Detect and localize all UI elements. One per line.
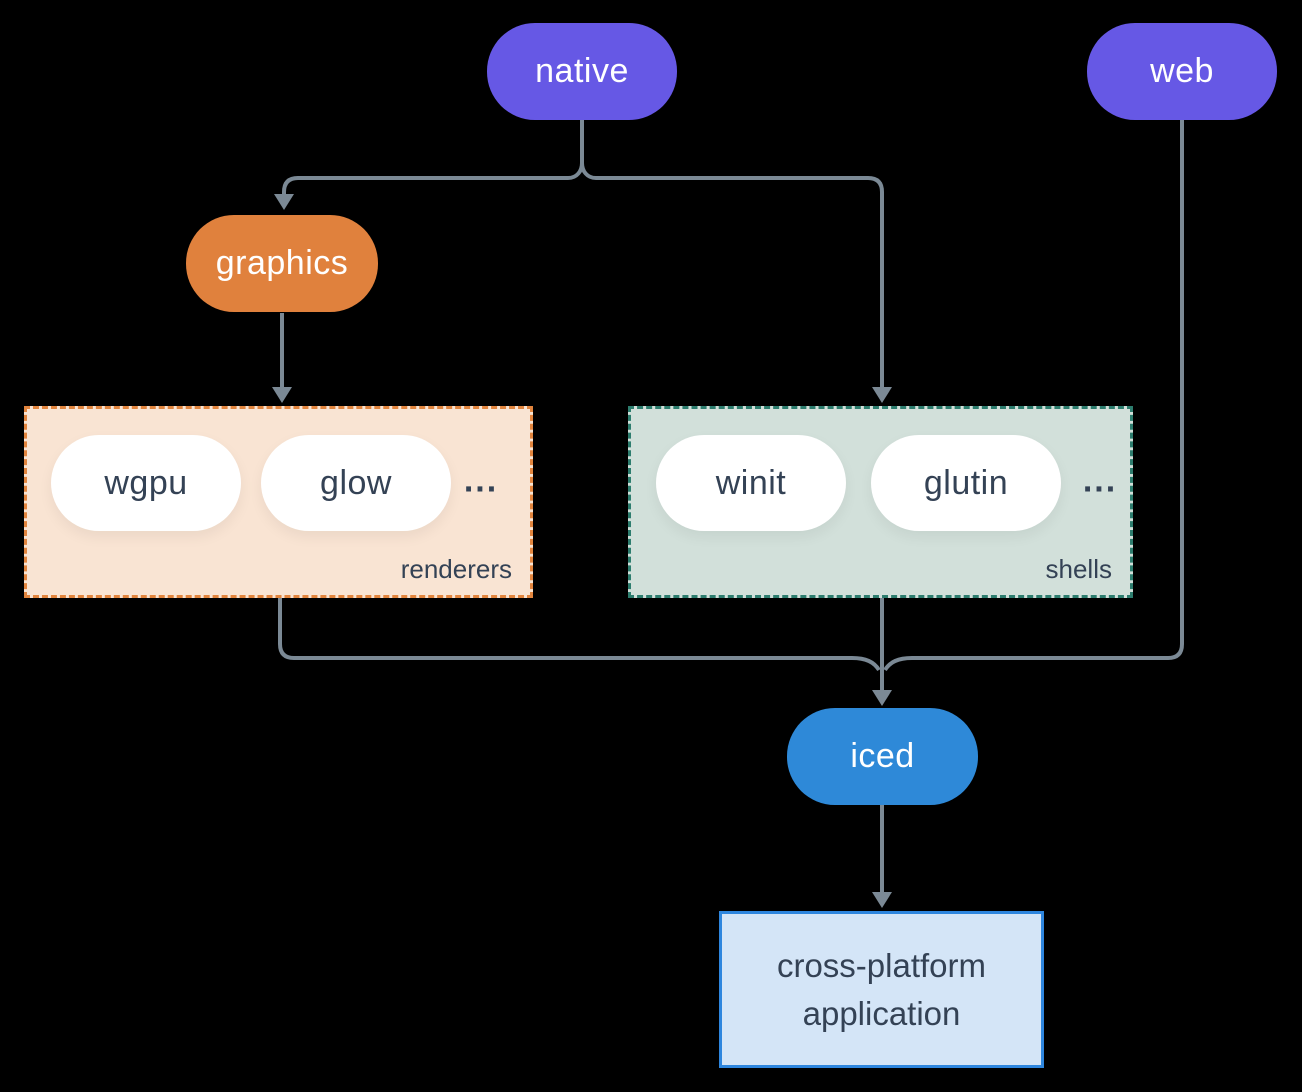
arrowhead-shells: [872, 387, 892, 403]
arrowhead-renderers: [272, 387, 292, 403]
connector-native-to-shells: [580, 162, 884, 387]
node-iced-label: iced: [850, 737, 915, 775]
group-renderers: wgpu glow ... renderers: [24, 406, 533, 598]
node-winit: winit: [656, 435, 846, 531]
connector-native-to-graphics: [282, 162, 584, 196]
arrowhead-iced: [872, 690, 892, 706]
node-glow-label: glow: [320, 463, 392, 502]
shells-ellipsis: ...: [1082, 461, 1118, 500]
node-glow: glow: [261, 435, 451, 531]
node-winit-label: winit: [715, 463, 787, 502]
renderers-ellipsis: ...: [463, 461, 499, 500]
node-graphics-label: graphics: [215, 244, 349, 282]
node-application-label-line2: application: [802, 994, 961, 1032]
node-glutin: glutin: [871, 435, 1061, 531]
group-shells: winit glutin ... shells: [628, 406, 1133, 598]
group-shells-label: shells: [1045, 554, 1112, 584]
node-wgpu: wgpu: [51, 435, 241, 531]
node-glutin-label: glutin: [923, 463, 1009, 502]
node-iced: iced: [787, 708, 978, 805]
connector-renderers-to-iced: [278, 598, 881, 672]
node-wgpu-label: wgpu: [104, 463, 188, 502]
node-native-label: native: [535, 52, 629, 90]
arrowhead-graphics: [274, 194, 294, 210]
node-web-label: web: [1150, 52, 1214, 90]
group-renderers-label: renderers: [400, 554, 512, 584]
arrowhead-app: [872, 892, 892, 908]
node-graphics: graphics: [186, 215, 378, 312]
node-application-label-line1: cross-platform: [776, 946, 987, 984]
node-web: web: [1087, 23, 1277, 120]
node-application: cross-platform application: [719, 911, 1044, 1068]
node-native: native: [487, 23, 677, 120]
